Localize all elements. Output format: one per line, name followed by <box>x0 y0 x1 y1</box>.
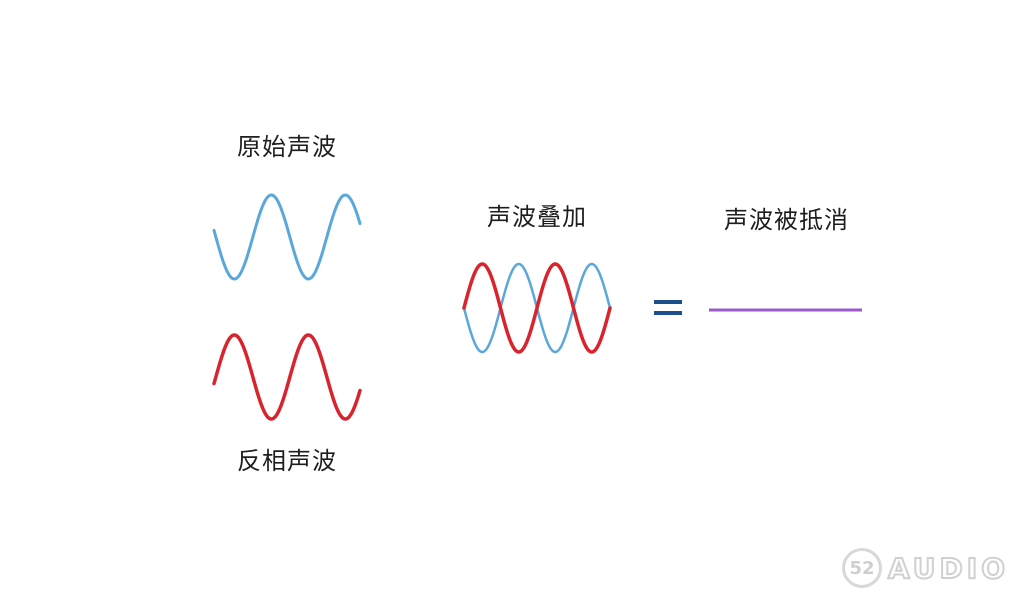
equals-sign <box>654 298 682 318</box>
logo-mark-icon: 52 <box>842 548 882 588</box>
watermark-logo: 52 AUDIO <box>842 546 1009 590</box>
inverted-sound-wave <box>212 333 362 421</box>
cancelled-wave-label: 声波被抵消 <box>724 206 849 234</box>
cancelled-flat-line <box>709 308 862 312</box>
inverted-wave-label: 反相声波 <box>237 447 337 475</box>
superposed-waves <box>462 262 612 354</box>
original-sound-wave <box>212 193 362 281</box>
superposed-inverted-wave <box>462 262 612 354</box>
logo-text: AUDIO <box>887 551 1010 586</box>
original-wave-label: 原始声波 <box>237 133 337 161</box>
superposition-label: 声波叠加 <box>487 203 587 231</box>
